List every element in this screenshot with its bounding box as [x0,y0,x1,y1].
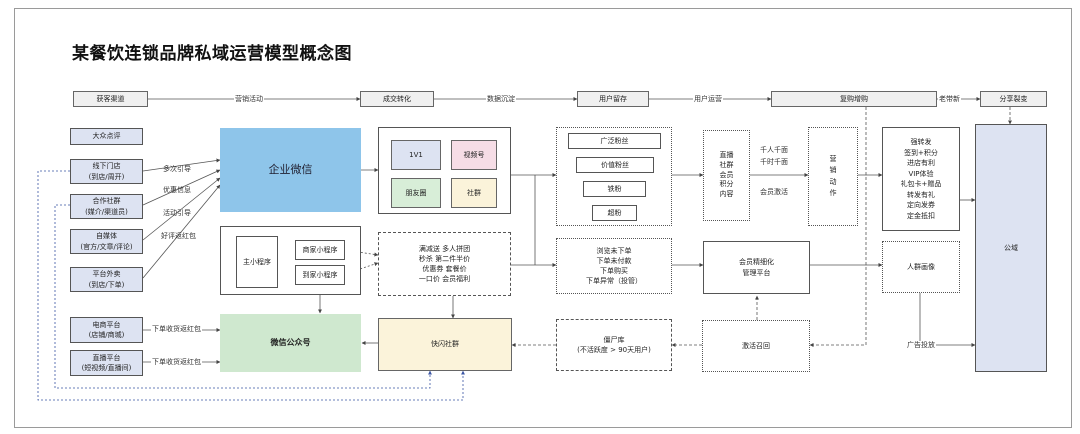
label-thousand-times: 千时千面 [760,158,788,166]
arrow-label-live: 下单收货返红包 [151,358,202,367]
stage-acquisition: 获客渠道 [73,91,148,107]
channel-dianping: 大众点评 [70,128,143,145]
mini-merchant: 商家小程序 [295,240,345,260]
arrow-label-discount: 优惠信息 [163,186,191,194]
label-old-new: 老带新 [938,95,961,104]
feature-group: 社群 [451,178,497,208]
live-community-column: 直播社群会员积分内容 [703,130,750,221]
feature-1v1: 1V1 [391,140,441,170]
recall-block: 激活召回 [702,320,810,372]
fan-value: 价值粉丝 [576,157,654,173]
official-account-block: 微信公众号 [220,314,361,372]
stage-repurchase: 复购增购 [771,91,937,107]
arrow-label-event: 活动引导 [163,209,191,217]
label-data: 数据沉淀 [486,95,516,104]
stage-referral: 分享裂变 [980,91,1047,107]
label-marketing: 营销活动 [234,95,264,104]
feature-moments: 朋友圈 [391,178,441,208]
fan-iron: 铁粉 [583,181,646,197]
stage-retention: 用户留存 [577,91,649,107]
fan-super: 超粉 [592,205,637,221]
channel-delivery: 平台外卖(到店/下单) [70,267,143,292]
arrow-label-ecommerce: 下单收货返红包 [151,325,202,334]
fan-broad: 广泛粉丝 [568,133,661,149]
marketing-action: 营销动作 [808,127,858,226]
label-user-ops: 用户运营 [693,95,723,104]
channel-offline-store: 线下门店(到店/周开) [70,159,143,184]
dormant-pool: 僵尸库(不活跃度 > 90天用户) [556,319,672,371]
diagram-title: 某餐饮连锁品牌私域运营模型概念图 [72,44,352,64]
channel-ecommerce: 电商平台(店铺/商城) [70,317,143,343]
stage-conversion: 成交转化 [360,91,434,107]
flash-group-block: 快闪社群 [378,318,512,371]
label-ad: 广告投放 [906,341,936,350]
arrow-label-review: 好评返红包 [161,232,196,240]
channel-partner-group: 合作社群(媒介/渠道员) [70,194,143,219]
feature-video: 视频号 [451,140,497,170]
channel-self-media: 自媒体(官方/文章/评论) [70,229,143,254]
label-member-activate: 会员激活 [760,188,788,196]
crowd-portrait: 人群画像 [882,241,960,293]
member-platform: 会员精细化管理平台 [703,241,810,294]
mini-main: 主小程序 [236,236,278,288]
label-thousand-faces: 千人千面 [760,146,788,154]
wecom-block: 企业微信 [220,128,361,212]
promo-list: 满减送 多人拼团秒杀 第二件半价优惠券 套餐价一口价 会员福利 [378,232,511,296]
mini-home: 到家小程序 [295,265,345,285]
public-domain: 公域 [975,124,1047,372]
arrow-label-guide: 多次引导 [163,165,191,173]
behavior-list: 浏览未下单下单未付款下单购买下单异常（投管） [556,238,672,294]
channel-live: 直播平台(短视频/直播间) [70,350,143,376]
